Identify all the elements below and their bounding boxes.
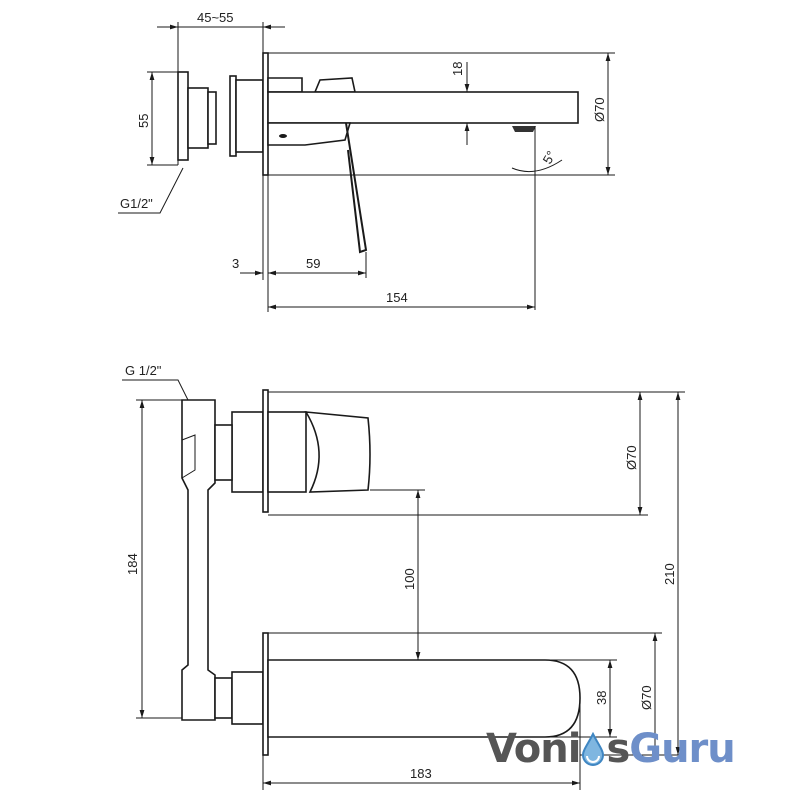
body-ring	[229, 75, 237, 157]
dim-plate-thickness: 3	[232, 256, 239, 271]
spout	[267, 91, 579, 124]
logo-text-guru: Guru	[629, 726, 736, 772]
dim-spout-reach: 154	[386, 290, 408, 305]
dim-wall-range: 45~55	[197, 10, 234, 25]
plan-view: G 1/2" 184 Ø70 210 100 Ø70	[122, 363, 685, 790]
handle-lever-plan	[304, 411, 371, 493]
handle-base	[267, 411, 307, 493]
handle-body	[267, 122, 352, 146]
angle-arc	[511, 159, 563, 173]
dim-lever-offset: 59	[306, 256, 320, 271]
dim-center-total: 184	[125, 553, 140, 575]
body-nut	[207, 91, 217, 145]
side-view: 45~55 Ø70 18 55 G1/2" 5°	[118, 10, 615, 312]
logo-text-s: s	[606, 726, 630, 772]
aerator	[512, 126, 536, 132]
body-flange	[177, 71, 189, 161]
thread-leader	[118, 167, 184, 214]
mixer-body	[181, 399, 216, 721]
dim-body-height: 55	[136, 114, 151, 128]
dim-lower-plate-diameter: Ø70	[639, 685, 654, 710]
dim-upper-plate-diameter: Ø70	[624, 445, 639, 470]
lever	[345, 122, 368, 254]
cartridge-nut	[214, 424, 233, 481]
body-block	[187, 87, 209, 149]
dim-spout-thickness: 18	[450, 62, 465, 76]
screw	[279, 134, 287, 138]
water-drop-icon	[582, 732, 605, 766]
dim-plate-diameter: Ø70	[592, 97, 607, 122]
thread-label-2: G 1/2"	[125, 363, 162, 378]
dim-spout-width: 38	[594, 691, 609, 705]
dim-spacing: 100	[402, 568, 417, 590]
handle-top	[267, 77, 356, 93]
thread-leader-2	[122, 379, 189, 401]
spout-nut	[214, 677, 233, 719]
thread-label: G1/2"	[120, 196, 153, 211]
dim-spout-length: 183	[410, 766, 432, 781]
logo-text-voni: Voni	[486, 726, 581, 772]
body-sleeve	[235, 79, 264, 153]
cartridge-sleeve	[231, 411, 264, 493]
spout-sleeve	[231, 671, 264, 725]
dim-total-height: 210	[662, 563, 677, 585]
